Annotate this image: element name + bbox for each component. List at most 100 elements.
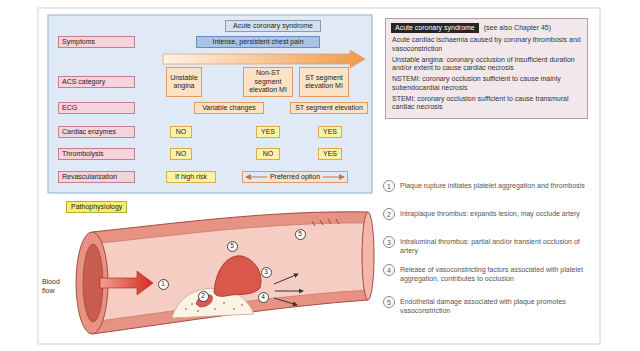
node-text: YES [259,128,277,136]
callout-number: 4 [258,292,269,303]
node-text: 5 [230,243,234,250]
node-text: NO [259,150,277,158]
list-number: 5 [383,296,395,308]
node-text: Acute coronary syndrome [395,24,475,32]
node-text: 5 [387,299,391,306]
title-box: Acute coronary syndrome [225,20,321,32]
factor-arrow [274,274,298,284]
section-label: Pathophysiology [66,201,127,213]
artery-end [362,212,374,300]
intraluminal-thrombus [214,256,261,297]
artery-wall [92,212,368,334]
node-text: Revascularization [62,173,131,181]
answer-box: If high risk [166,171,216,183]
callout-number: 5 [227,241,238,252]
panel-heading: Acute coronary syndrome(see also Chapter… [391,23,479,33]
node-text: STEMI: coronary occlusion sufficient to … [392,95,581,113]
node-text: ACS category [62,78,131,86]
node-text: NSTEMI: coronary occlusion sufficient to… [392,75,581,93]
plaque-dot [185,308,187,310]
list-number: 2 [383,208,395,220]
node-text: ECG [62,104,131,112]
answer-box: NO [256,148,280,160]
list-number: 1 [383,180,395,192]
row-label: Revascularization [58,171,135,183]
answer-box: YES [318,148,342,160]
list-text: Release of vasoconstricting factors asso… [400,265,590,283]
definition-panel: Acute cardiac ischaemia caused by corona… [385,18,588,119]
node-text: 1 [161,281,165,288]
row-label: Thrombolysis [58,148,135,160]
severity-arrow [163,50,365,68]
node-text: Preferred option [267,173,323,181]
row-label: Symptoms [58,36,135,48]
factor-arrow [274,298,297,305]
list-number: 4 [383,264,395,276]
node-text: 4 [387,267,391,274]
row-label: ECG [58,102,135,114]
callout-number: 3 [261,267,272,278]
node-text: 3 [387,239,391,246]
list-number: 3 [383,236,395,248]
node-text: YES [321,128,339,136]
list-text: Plaque rupture initiates platelet aggreg… [400,181,590,190]
list-text: Intraluminal thrombus: partial and/or tr… [400,237,590,255]
node-text: Acute coronary syndrome [229,22,317,30]
node-text: 3 [264,269,268,276]
node-text: 5 [298,231,302,238]
row-label: ACS category [58,76,135,88]
node-text: NO [173,150,189,158]
answer-box: YES [318,126,342,138]
artery-lumen [92,223,368,322]
answer-box: NO [170,148,192,160]
node-text: Pathophysiology [71,203,122,211]
node-text: Acute cardiac ischaemia caused by corona… [392,36,581,54]
category-box: Non-ST segment elevation MI [243,67,293,97]
node-text: Cardiac enzymes [62,128,131,136]
answer-box: NO [170,126,192,138]
factor-arrow [275,291,303,292]
plaque-dot [223,302,225,304]
figure-frame [38,8,600,344]
vasoconstriction-marks [312,219,339,226]
node-text: NO [173,128,189,136]
plaque-dot [241,304,243,306]
row-label: Cardiac enzymes [58,126,135,138]
ecg-box: ST segment elevation [290,102,368,114]
node-text: Thrombolysis [62,150,131,158]
node-text: 2 [201,293,205,300]
category-box: ST segment elevation MI [299,67,349,97]
node-text: 4 [261,294,265,301]
node-text: ST segment elevation MI [302,74,346,91]
plaque-dot [191,303,193,305]
node-text: YES [321,150,339,158]
ecg-box: Variable changes [194,102,264,114]
node-text: If high risk [169,173,213,181]
list-text: Intraplaque thrombus: expands lesion, ma… [400,209,590,218]
node-text: Symptoms [62,38,131,46]
list-text: Endothelial damage associated with plaqu… [400,297,590,315]
answer-box: YES [256,126,280,138]
table-panel [48,15,372,193]
plaque-dot [214,308,216,310]
flow-label: Blood flow [42,277,72,295]
callout-number: 1 [158,279,169,290]
node-text: Unstable angina [169,74,199,91]
node-text: (see also Chapter 45) [484,24,551,32]
node-text: Intense, persistent chest pain [200,38,316,46]
preferred-box: Preferred option [242,171,348,183]
callout-number: 2 [198,291,209,302]
symptom-box: Intense, persistent chest pain [196,36,320,48]
blood-flow-arrow [100,271,153,295]
plaque-dot [233,308,235,310]
plaque-dot [197,310,199,312]
node-text: Non-ST segment elevation MI [246,69,290,94]
category-box: Unstable angina [166,67,202,97]
node-text: 2 [387,211,391,218]
callout-number: 5 [295,229,306,240]
node-text: Unstable angina: coronary occlusion of i… [392,56,581,74]
node-text: 1 [387,183,391,190]
node-text: ST segment elevation [293,104,365,112]
node-text: Variable changes [197,104,261,112]
